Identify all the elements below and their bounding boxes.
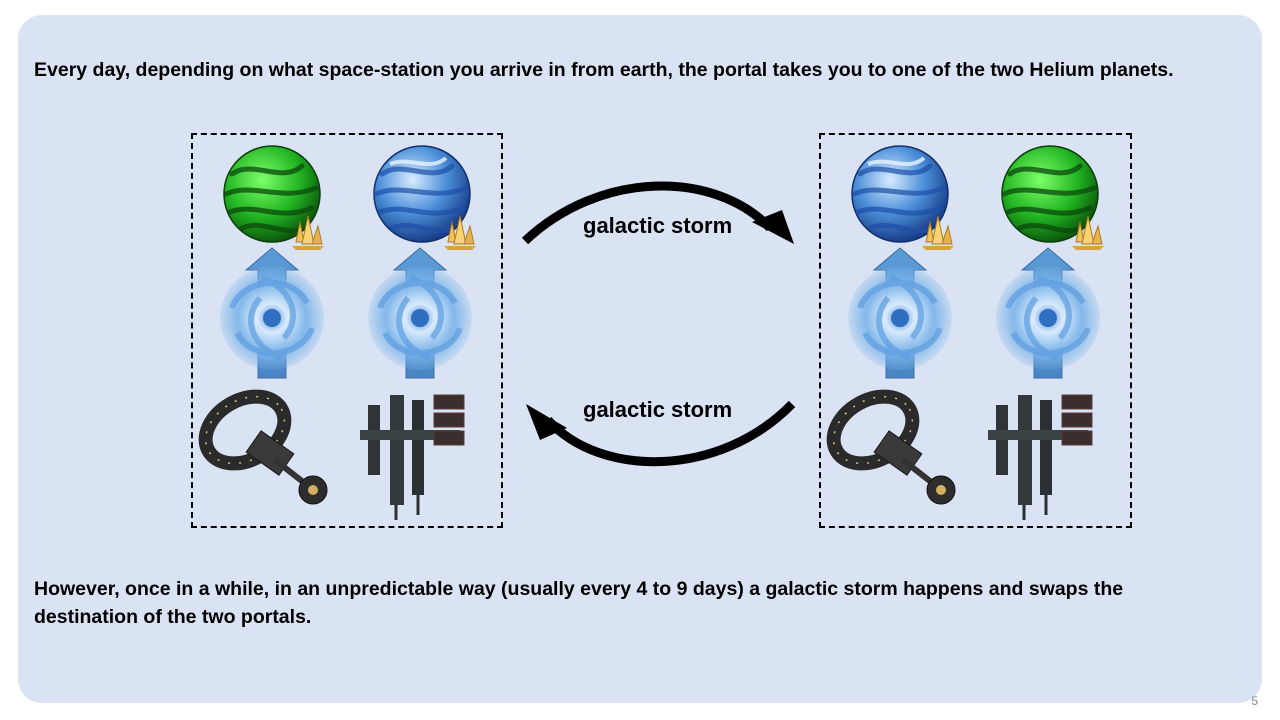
portal-vortex-icon (848, 248, 952, 378)
intro-text: Every day, depending on what space-stati… (34, 59, 1174, 81)
page-number: 5 (1251, 694, 1258, 708)
storm-arrow-left (526, 400, 796, 467)
blue-planet-icon (852, 146, 948, 242)
ring-station-icon (194, 383, 327, 504)
ring-station-icon (822, 383, 955, 504)
portal-vortex-icon (220, 248, 324, 378)
storm-label-top: galactic storm (583, 213, 733, 238)
blue-planet-icon (374, 146, 470, 242)
left-scenario-box (191, 133, 503, 528)
right-scenario-box (819, 133, 1132, 528)
green-planet-icon (1002, 146, 1098, 242)
portal-vortex-icon (368, 248, 472, 378)
outro-text: However, once in a while, in an unpredic… (34, 578, 1124, 628)
tower-station-icon (986, 393, 1094, 522)
storm-arrow-right (521, 181, 794, 245)
portal-vortex-icon (996, 248, 1100, 378)
storm-label-bottom: galactic storm (583, 397, 733, 422)
tower-station-icon (358, 393, 466, 522)
